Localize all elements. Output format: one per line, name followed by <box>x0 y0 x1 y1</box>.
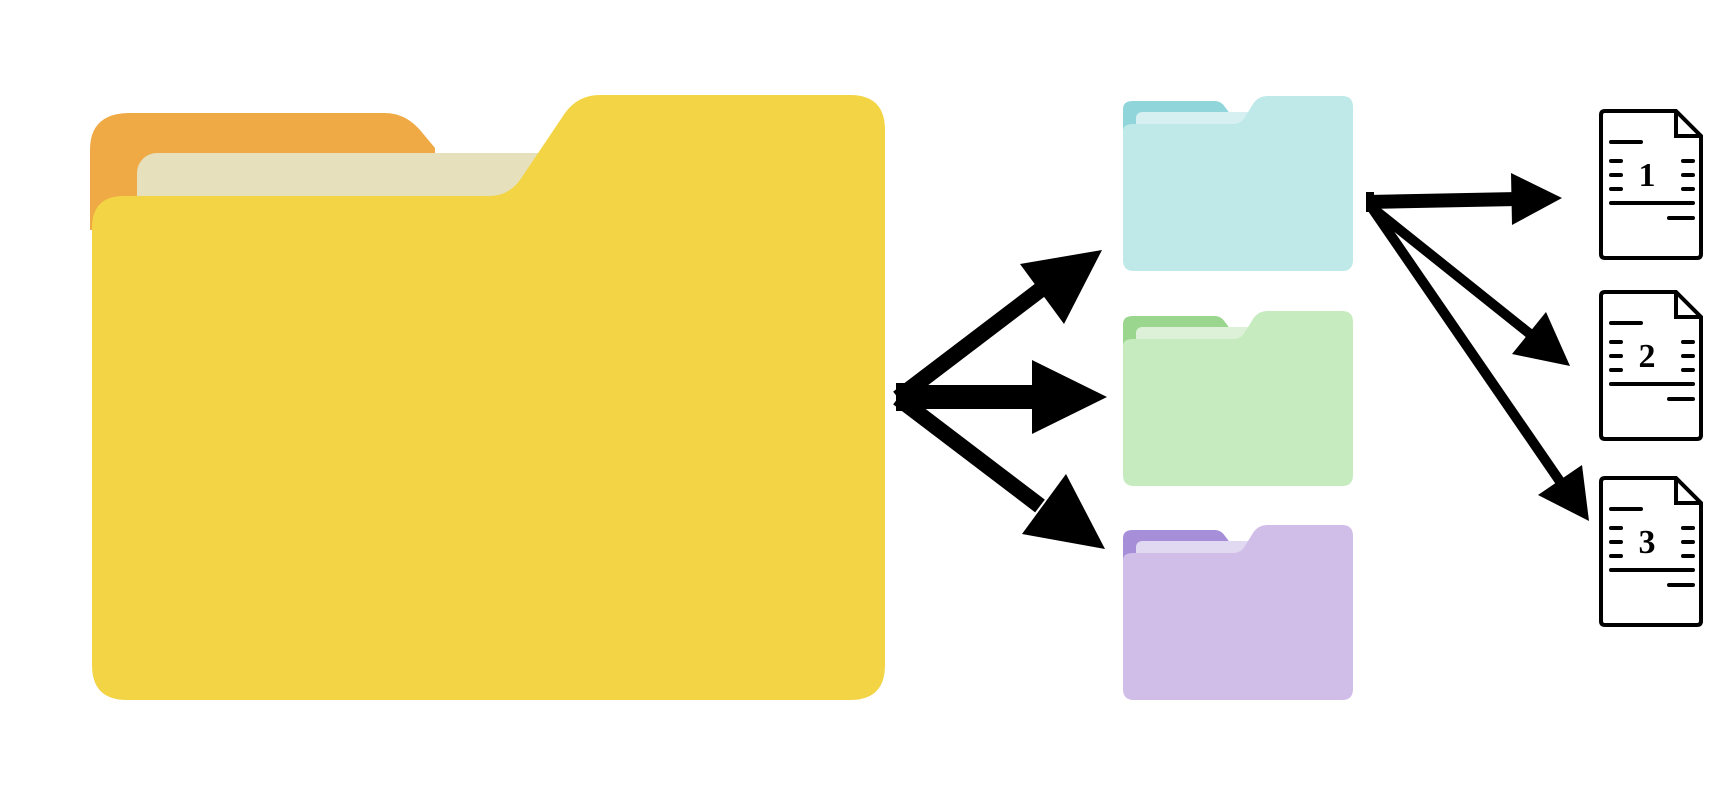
arrow-origin-bar <box>896 383 905 411</box>
arrow-origin-bar <box>1366 192 1374 212</box>
arrow-head-to-purple-folder <box>1022 474 1105 549</box>
document-number: 2 <box>1639 338 1656 375</box>
sub-folder-front <box>1123 525 1353 700</box>
arrow-shaft-to-purple-folder <box>893 391 1045 513</box>
sub-folder-front <box>1123 96 1353 271</box>
arrow-shaft-to-document-1 <box>1367 192 1519 209</box>
document-fold <box>1674 478 1701 505</box>
sub-folder-front <box>1123 311 1353 486</box>
arrows-main-to-folders <box>893 250 1107 549</box>
document-outline <box>1599 476 1703 627</box>
document-lines <box>1609 507 1695 587</box>
arrow-head-to-document-2 <box>1512 312 1570 366</box>
arrow-shaft-to-document-2 <box>1366 202 1544 346</box>
document-number: 3 <box>1639 524 1656 561</box>
arrow-head-to-document-3 <box>1538 465 1589 521</box>
arrow-shaft-to-cyan-folder <box>893 283 1045 405</box>
arrows-folder-to-documents <box>1366 173 1589 521</box>
document-number: 1 <box>1639 157 1656 194</box>
arrow-shaft-to-document-3 <box>1367 205 1575 499</box>
sub-folder-purple-icon <box>1123 525 1353 700</box>
document-1-icon: 1 <box>1599 109 1703 260</box>
document-lines <box>1609 321 1695 401</box>
sub-folder-cyan-icon <box>1123 96 1353 271</box>
document-outline <box>1599 290 1703 441</box>
document-lines <box>1609 140 1695 220</box>
arrow-head-to-cyan-folder <box>1020 250 1102 324</box>
main-folder-front <box>92 95 885 700</box>
document-2-icon: 2 <box>1599 290 1703 441</box>
sub-folder-green-icon <box>1123 311 1353 486</box>
document-fold <box>1674 111 1701 138</box>
main-folder-icon <box>90 95 885 700</box>
document-3-icon: 3 <box>1599 476 1703 627</box>
arrow-head-to-green-folder <box>1032 360 1107 434</box>
document-fold <box>1674 292 1701 319</box>
arrow-head-to-document-1 <box>1511 173 1562 225</box>
document-outline <box>1599 109 1703 260</box>
